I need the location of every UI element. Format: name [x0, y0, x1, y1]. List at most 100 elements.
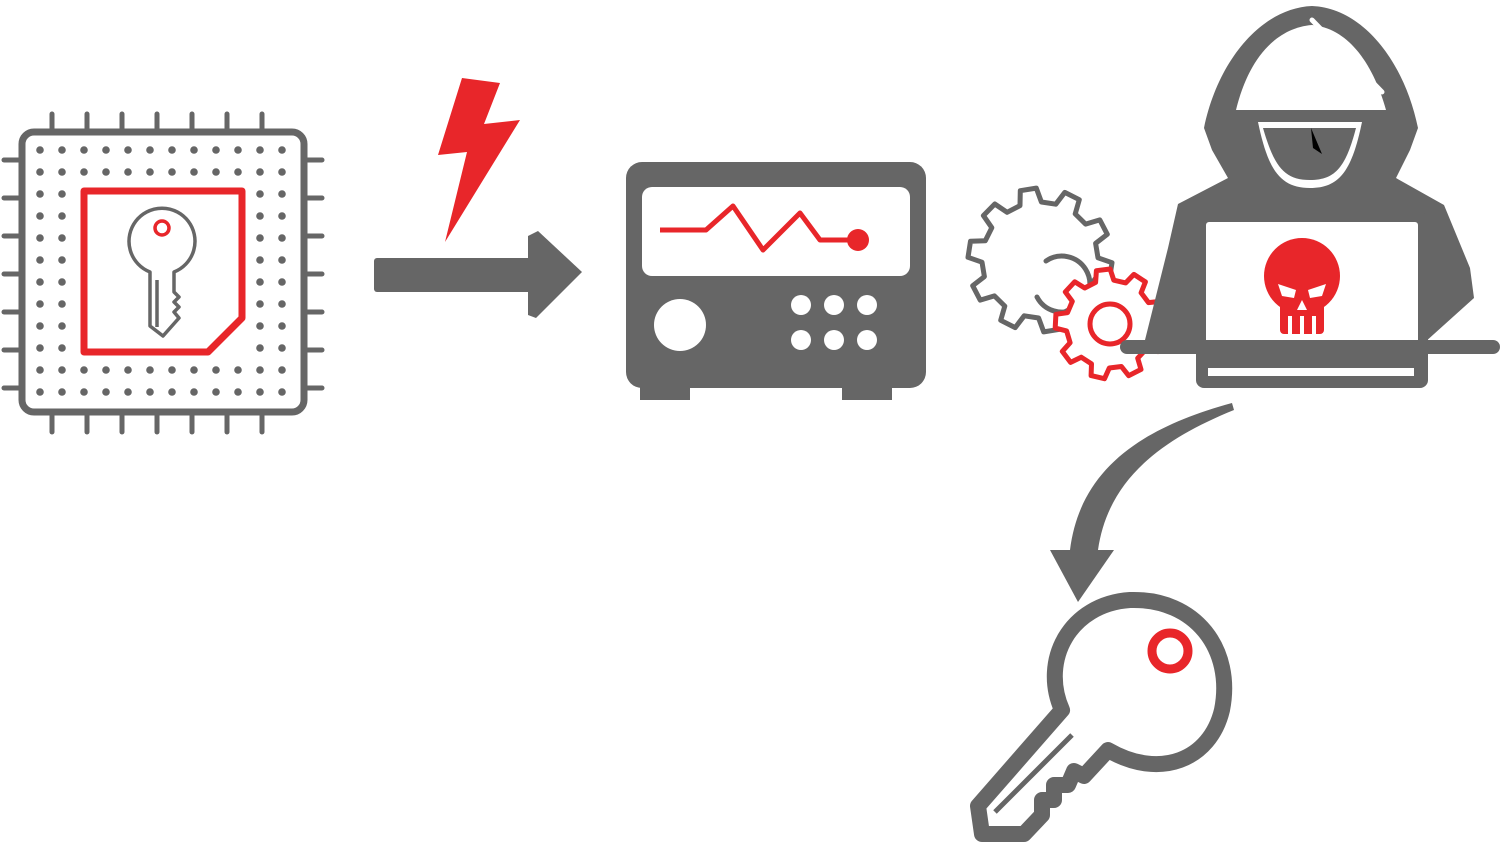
- instrument-buttons: [791, 295, 877, 350]
- chip-dot: [80, 168, 88, 176]
- arrow-right-icon: [374, 231, 582, 318]
- chip-dot: [278, 168, 286, 176]
- chip-dot: [36, 366, 44, 374]
- chip-dot: [36, 278, 44, 286]
- chip-dot: [278, 190, 286, 198]
- desk-line: [1120, 340, 1500, 354]
- chip-dot: [256, 234, 264, 242]
- chip-dot: [234, 366, 242, 374]
- chip-dot: [36, 212, 44, 220]
- hacker-face-shadow: [1263, 128, 1356, 180]
- extracted-key-icon: [970, 591, 1233, 842]
- laptop-keyboard: [1208, 368, 1414, 376]
- chip-dot: [58, 366, 66, 374]
- chip-dot: [168, 388, 176, 396]
- chip-dot: [146, 168, 154, 176]
- chip-dot: [278, 278, 286, 286]
- chip-dot: [256, 300, 264, 308]
- hood-stripes: [1309, 17, 1385, 107]
- chip-dot: [36, 322, 44, 330]
- chip-dot: [102, 366, 110, 374]
- chip-dot: [58, 146, 66, 154]
- chip-key-icon: [127, 206, 197, 338]
- hood-opening: [1236, 25, 1386, 110]
- secure-enclave: [80, 187, 246, 356]
- chip-dot: [278, 256, 286, 264]
- chip-dot: [124, 366, 132, 374]
- chip-dot: [36, 146, 44, 154]
- curved-arrow-down-icon: [1050, 403, 1234, 602]
- chip-dot: [190, 366, 198, 374]
- instrument-foot-left: [640, 385, 690, 400]
- chip-dot: [102, 146, 110, 154]
- chip-dot: [36, 190, 44, 198]
- chip-dot: [256, 146, 264, 154]
- chip-dot: [58, 300, 66, 308]
- chip-dot: [124, 146, 132, 154]
- chip-dot: [256, 256, 264, 264]
- chip-dot: [234, 388, 242, 396]
- chip-dot: [278, 300, 286, 308]
- chip-dot: [190, 388, 198, 396]
- signal-generator-icon: [626, 162, 926, 400]
- chip-dot: [58, 256, 66, 264]
- chip-dot: [124, 388, 132, 396]
- chip-dot: [256, 344, 264, 352]
- chip-dot: [168, 366, 176, 374]
- chip-dot: [146, 146, 154, 154]
- chip-dot: [58, 344, 66, 352]
- chip-dot: [58, 234, 66, 242]
- chip-dot: [278, 322, 286, 330]
- gear-red: [1052, 266, 1167, 382]
- gear-red-hub: [1087, 301, 1133, 347]
- skull-icon: [1264, 238, 1340, 334]
- chip-key-hole: [153, 219, 171, 237]
- chip-dot: [256, 278, 264, 286]
- chip-dot: [58, 388, 66, 396]
- chip-dot: [234, 146, 242, 154]
- chip-dot: [58, 322, 66, 330]
- chip-dot: [278, 234, 286, 242]
- chip-dot: [124, 168, 132, 176]
- hooded-hacker-laptop-icon: [1120, 6, 1500, 388]
- waveform-trace: [660, 203, 857, 253]
- chip-dot: [190, 146, 198, 154]
- chip-dot: [102, 168, 110, 176]
- chip-body: [18, 128, 308, 416]
- chip-dot: [278, 146, 286, 154]
- chip-dot: [102, 388, 110, 396]
- chip-dot: [58, 212, 66, 220]
- chip-dot: [36, 256, 44, 264]
- chip-dot: [168, 146, 176, 154]
- chip-dot: [212, 168, 220, 176]
- waveform-marker: [847, 229, 869, 251]
- chip-dot: [58, 278, 66, 286]
- chip-dot: [234, 168, 242, 176]
- instrument-knob: [654, 299, 706, 351]
- chip-dot: [146, 366, 154, 374]
- instrument-screen: [642, 187, 910, 276]
- chip-dot: [36, 388, 44, 396]
- chip-dot: [278, 388, 286, 396]
- chip-dot: [36, 344, 44, 352]
- chip-dot: [212, 146, 220, 154]
- chip-dot: [212, 366, 220, 374]
- chip-dot: [80, 146, 88, 154]
- chip-dot: [58, 168, 66, 176]
- face-highlight: [1311, 128, 1322, 154]
- chip-dot: [256, 388, 264, 396]
- instrument-foot-right: [842, 385, 892, 400]
- chip-dot: [278, 212, 286, 220]
- chip-dot: [80, 388, 88, 396]
- chip-dot: [212, 388, 220, 396]
- chip-dot: [168, 168, 176, 176]
- chip-dot: [36, 234, 44, 242]
- chip-dot: [190, 168, 198, 176]
- lightning-bolt-icon: [438, 78, 520, 242]
- chip-dot: [278, 366, 286, 374]
- chip-dot: [278, 344, 286, 352]
- chip-dot-grid: [36, 146, 286, 396]
- chip-dot: [256, 168, 264, 176]
- key-hole: [1147, 628, 1193, 674]
